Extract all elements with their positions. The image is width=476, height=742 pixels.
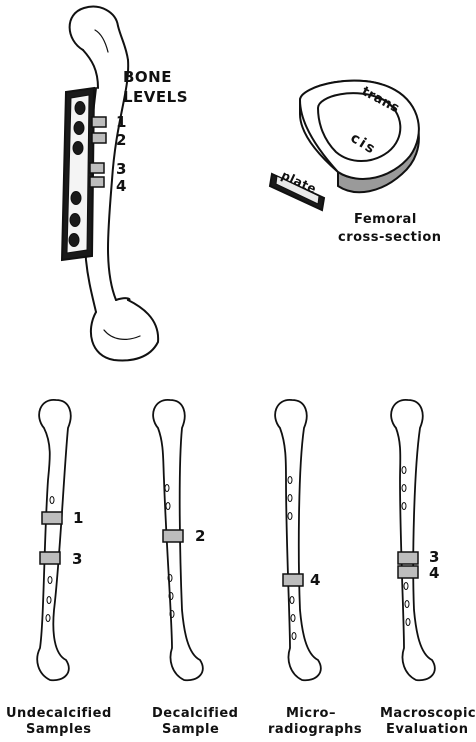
sample-1-level-a: 1: [73, 509, 84, 527]
level-label-2: 2: [116, 131, 127, 149]
sample-4-band-4: [398, 566, 418, 578]
sample-2-level-a: 2: [195, 527, 206, 545]
sample-2-caption-line2: Sample: [162, 722, 219, 737]
sample-2-caption-line1: Decalcified: [152, 706, 238, 721]
sample-4-level-b: 4: [429, 564, 440, 582]
sample-femur-1: [37, 400, 70, 680]
sample-4-caption-line1: Macroscopic: [380, 706, 476, 721]
cross-section-caption-line2: cross-section: [338, 230, 442, 245]
sample-1-caption-line1: Undecalcified: [6, 706, 112, 721]
sample-3-band-4: [283, 574, 303, 586]
level-band-1: [92, 117, 106, 127]
sample-femur-3: [275, 400, 321, 680]
cross-section-caption-line1: Femoral: [354, 212, 417, 227]
level-band-2: [92, 133, 106, 143]
sample-femur-4: [391, 400, 435, 680]
sample-3-caption-line2: radiographs: [268, 722, 362, 737]
sample-4-caption-line2: Evaluation: [386, 722, 468, 737]
sample-1-caption-line2: Samples: [26, 722, 92, 737]
sample-3-level-a: 4: [310, 571, 321, 589]
level-label-3: 3: [116, 160, 127, 178]
level-band-3: [90, 163, 104, 173]
bone-levels-title-line2: LEVELS: [123, 88, 188, 106]
sample-2-band-2: [163, 530, 183, 542]
level-label-1: 1: [116, 113, 127, 131]
sample-4-band-3: [398, 552, 418, 564]
level-band-4: [90, 177, 104, 187]
sample-1-band-3: [40, 552, 60, 564]
level-label-4: 4: [116, 177, 127, 195]
sample-1-band-1: [42, 512, 62, 524]
sample-1-level-b: 3: [72, 550, 83, 568]
bone-levels-title-line1: BONE: [123, 68, 172, 86]
sample-3-caption-line1: Micro–: [286, 706, 336, 721]
